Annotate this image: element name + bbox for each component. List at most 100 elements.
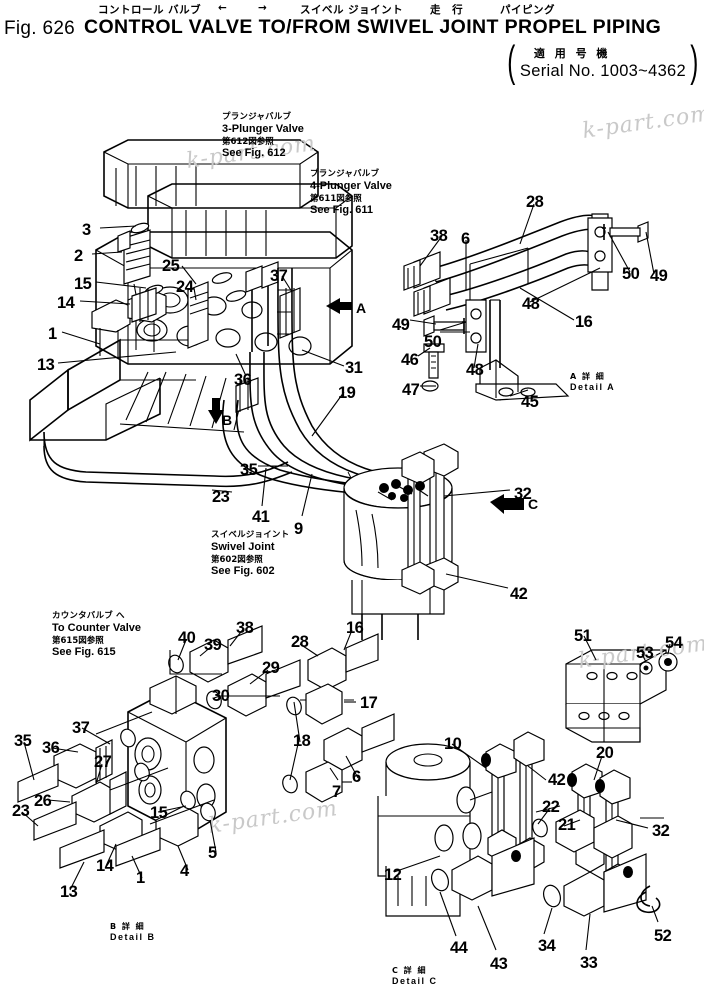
arrow-b-icon: [208, 398, 224, 424]
callout-en: To Counter Valve: [52, 621, 142, 634]
callout-en-ref: See Fig. 602: [211, 565, 275, 578]
part-number-callout: 48: [466, 361, 484, 379]
part-number-callout: 28: [291, 633, 309, 651]
part-number-callout: 4: [180, 862, 189, 880]
part-number-callout: 51: [574, 627, 592, 645]
title-jp-seg-1: ←: [218, 2, 228, 14]
callout-en-ref: See Fig. 611: [310, 204, 373, 217]
serial-block: ( ) 適 用 号 機 Serial No. 1003~4362: [507, 40, 698, 84]
part-number-callout: 14: [96, 857, 114, 875]
part-number-callout: 46: [401, 351, 419, 369]
part-number-callout: 23: [212, 488, 230, 506]
part-number-callout: 13: [60, 883, 78, 901]
part-number-callout: 36: [42, 739, 60, 757]
title-jp-seg-5: パイピング: [500, 4, 555, 16]
part-number-callout: 50: [424, 333, 442, 351]
part-number-callout: 13: [37, 356, 55, 374]
detail-label-c: C 詳 細 Detail C: [392, 966, 438, 986]
part-number-callout: 37: [72, 719, 90, 737]
callout-jp-ref: 第602図参照: [211, 554, 263, 565]
part-number-callout: 3: [82, 221, 91, 239]
part-number-callout: 31: [345, 359, 363, 377]
arrow-c-icon: [490, 494, 524, 514]
part-number-callout: 16: [346, 619, 364, 637]
part-number-callout: 29: [262, 659, 280, 677]
part-number-callout: 5: [208, 844, 217, 862]
callout-en-ref: See Fig. 612: [222, 147, 286, 160]
part-number-callout: 7: [332, 783, 341, 801]
callout-jp: プランジャバルブ: [222, 112, 292, 122]
detail-jp: C 詳 細: [392, 966, 427, 975]
callout-to-counter-valve: カウンタバルブ へ To Counter Valve 第615図参照 See F…: [52, 611, 142, 659]
detail-jp: A 詳 細: [570, 372, 606, 381]
part-number-callout: 40: [178, 629, 196, 647]
detail-a-assembly: [404, 214, 648, 400]
part-number-callout: 32: [514, 485, 532, 503]
figure-number: Fig. 626: [4, 18, 76, 39]
title-jp-seg-2: →: [258, 2, 268, 14]
part-number-callout: 41: [252, 508, 270, 526]
serial-range: Serial No. 1003~4362: [519, 62, 686, 80]
bracket-51-assembly: [566, 650, 677, 742]
detail-b-assembly: [18, 626, 300, 868]
part-number-callout: 24: [176, 278, 194, 296]
part-number-callout: 14: [57, 294, 75, 312]
detail-jp: B 詳 細: [110, 922, 146, 931]
part-number-callout: 52: [654, 927, 672, 945]
part-number-callout: 16: [575, 313, 593, 331]
callout-jp-ref: 第611図参照: [310, 193, 362, 204]
callout-jp: スイベルジョイント: [211, 530, 290, 540]
detail-label-a: A 詳 細 Detail A: [570, 372, 615, 392]
part-number-callout: 35: [240, 461, 258, 479]
paren-close: ): [690, 37, 699, 86]
page-title: CONTROL VALVE TO/FROM SWIVEL JOINT PROPE…: [84, 16, 662, 38]
part-number-callout: 42: [548, 771, 566, 789]
bottom-mid-fittings: [280, 634, 394, 802]
part-number-callout: 15: [74, 275, 92, 293]
diagram-header: コントロール バルブ ← → スイベル ジョイント 走 行 パイピング Fig.…: [0, 0, 704, 86]
arrow-a-label: A: [356, 300, 367, 316]
title-jp-seg-4: 走 行: [430, 4, 467, 16]
serial-label-jp: 適 用 号 機: [533, 47, 611, 60]
part-number-callout: 38: [430, 227, 448, 245]
arrow-c-label: C: [528, 496, 539, 512]
callout-en: 3-Plunger Valve: [222, 122, 304, 135]
callout-en-ref: See Fig. 615: [52, 646, 116, 659]
callout-en: Swivel Joint: [211, 540, 275, 553]
part-number-callout: 49: [392, 316, 410, 334]
part-number-callout: 25: [162, 257, 180, 275]
callout-jp: プランジャバルブ: [310, 169, 380, 179]
part-number-callout: 15: [150, 804, 168, 822]
callout-swivel-joint: スイベルジョイント Swivel Joint 第602図参照 See Fig. …: [211, 530, 290, 578]
part-number-callout: 27: [94, 753, 112, 771]
arrow-a-icon: [326, 298, 352, 314]
part-number-callout: 32: [652, 822, 670, 840]
paren-open: (: [507, 37, 516, 86]
detail-c-assembly: [378, 732, 664, 916]
part-number-callout: 6: [352, 768, 361, 786]
part-number-callout: 30: [212, 687, 230, 705]
part-number-callout: 42: [510, 585, 528, 603]
callout-jp-ref: 第615図参照: [52, 635, 104, 646]
part-number-callout: 1: [136, 869, 145, 887]
part-number-callout: 44: [450, 939, 468, 957]
part-number-callout: 28: [526, 193, 544, 211]
part-number-callout: 2: [74, 247, 83, 265]
callout-en: 4-Plunger Valve: [310, 179, 392, 192]
plunger-valve-assembly: [30, 140, 352, 440]
part-number-callout: 17: [360, 694, 378, 712]
part-number-callout: 36: [234, 371, 252, 389]
part-number-callout: 19: [338, 384, 356, 402]
part-number-callout: 43: [490, 955, 508, 973]
callout-3-plunger-valve: プランジャバルブ 3-Plunger Valve 第612図参照 See Fig…: [222, 112, 304, 160]
part-number-callout: 35: [14, 732, 32, 750]
arrow-b-label: B: [222, 412, 233, 428]
callout-jp: カウンタバルブ へ: [52, 611, 125, 621]
detail-en: Detail B: [110, 931, 156, 942]
part-number-callout: 47: [402, 381, 420, 399]
detail-en: Detail A: [570, 381, 616, 392]
